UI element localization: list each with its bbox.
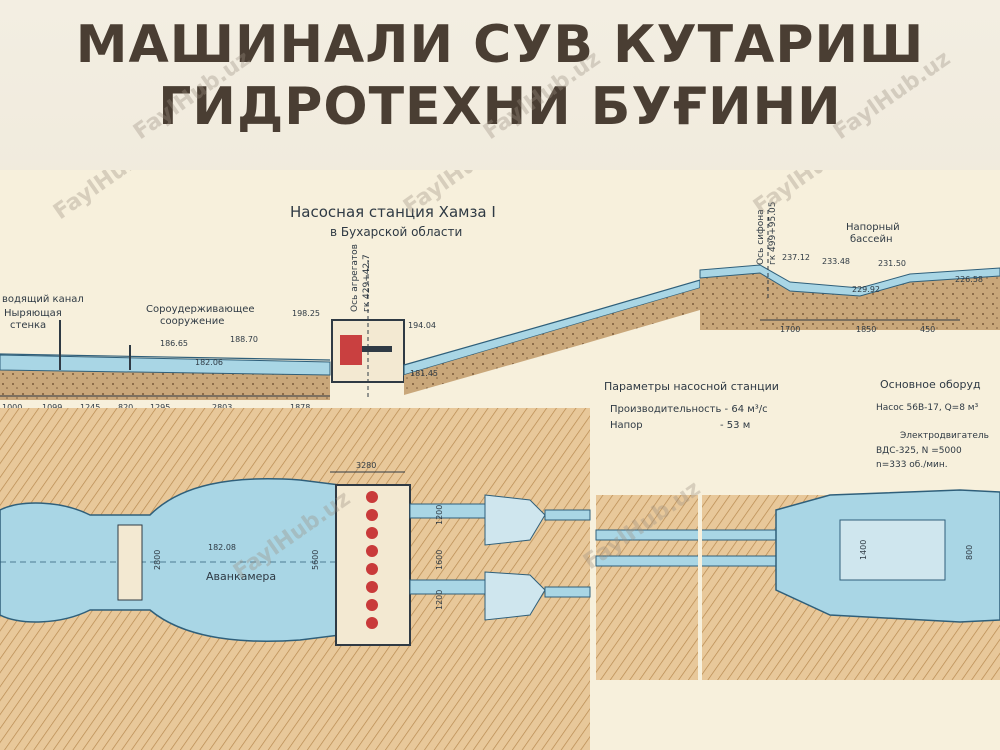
- siphon-pipe-2: [595, 555, 777, 567]
- watermark: FaylHub.uz: [749, 170, 875, 220]
- pump-circle: [366, 617, 378, 629]
- forebay-channel: [0, 478, 341, 642]
- elevation-label: 229.92: [852, 285, 880, 294]
- label-unit-axis-1: Ось агрегатов: [350, 244, 360, 312]
- pressure-pipeline: [403, 279, 701, 376]
- params-head-label: Напор: [610, 420, 643, 431]
- pump-shaft: [362, 346, 392, 352]
- plan-dim-label: 1600: [435, 550, 444, 570]
- slide-title: МАШИНАЛИ СУВ КУТАРИШ ГИДРОТЕХНИ БУҒИНИ: [0, 14, 1000, 138]
- pump-circle: [366, 599, 378, 611]
- equipment-motor-1: ВДС-325, N =5000: [876, 446, 962, 456]
- plan-dim-label: 2800: [153, 550, 162, 570]
- elevation-label: 181.45: [410, 369, 438, 378]
- drawing-svg: Насосная станция Хамза I в Бухарской обл…: [0, 121, 1000, 750]
- equipment-pump: Насос 56В-17, Q=8 м³: [876, 403, 979, 413]
- pressure-pool-basin: [839, 519, 946, 581]
- watermark: FaylHub.uz: [49, 170, 175, 225]
- station-title: Насосная станция Хамза I: [290, 203, 496, 221]
- distance-label: 820: [118, 403, 133, 412]
- station-subtitle: в Бухарской области: [330, 225, 462, 239]
- pipeline-ground: [404, 288, 700, 395]
- elevation-label: 188.70: [230, 335, 258, 344]
- elevation-label: 233.48: [822, 257, 850, 266]
- distance-label: 450: [920, 325, 935, 334]
- params-capacity: Производительность - 64 м³/с: [610, 404, 768, 415]
- pump-circle: [366, 581, 378, 593]
- pump-unit: [340, 335, 362, 365]
- distance-label: 1000: [2, 403, 22, 412]
- pump-circle: [366, 491, 378, 503]
- pressure-pool-water: [699, 264, 1000, 297]
- distance-label: 1700: [780, 325, 800, 334]
- pipe-2: [409, 579, 486, 595]
- plan-dim-label: 5600: [311, 550, 320, 570]
- label-pressure-pool-1: Напорный: [846, 222, 900, 233]
- label-unit-axis-2: гк 429+42.7: [362, 254, 372, 312]
- trash-rack: [117, 524, 143, 601]
- pipe-4: [544, 586, 591, 598]
- pump-units: [366, 491, 378, 629]
- label-siphon-axis-1: Ось сифона: [756, 209, 766, 265]
- equipment-motor-title: Электродвигатель: [900, 431, 989, 441]
- elevation-label: 182.06: [195, 358, 223, 367]
- plan-dim-label: 3280: [356, 461, 376, 470]
- plan-view: [0, 408, 591, 750]
- elevation-label: 226.58: [955, 275, 983, 284]
- elevation-label: 231.50: [878, 259, 906, 268]
- distance-label: 1850: [856, 325, 876, 334]
- label-diving-wall-2: стенка: [10, 320, 46, 331]
- pump-circle: [366, 527, 378, 539]
- title-line-2: ГИДРОТЕХНИ БУҒИНИ: [158, 77, 842, 137]
- pipe-1: [409, 503, 486, 519]
- pump-circle: [366, 509, 378, 521]
- canal-water: [0, 354, 331, 376]
- distance-label: 1295: [150, 403, 170, 412]
- distance-label: 1878: [290, 403, 310, 412]
- label-forebay: Аванкамера: [206, 570, 276, 583]
- distance-label: 2803: [212, 403, 232, 412]
- label-regulator-2: сооружение: [160, 316, 224, 327]
- elevation-label: 186.65: [160, 339, 188, 348]
- plan-dim-label: 800: [965, 545, 974, 560]
- siphon-top-margin: [596, 455, 1000, 495]
- siphon-plan: [595, 455, 1000, 680]
- label-regulator-1: Сороудерживающее: [146, 304, 255, 315]
- label-siphon-axis-2: гк 499+95.05: [768, 201, 778, 265]
- elevation-label: 237.12: [782, 253, 810, 262]
- distance-label: 1245: [80, 403, 100, 412]
- elevation-label: 198.25: [292, 309, 320, 318]
- params-head-value: - 53 м: [720, 420, 750, 431]
- canal-top-line: [0, 353, 331, 361]
- pump-circle: [366, 545, 378, 557]
- label-inlet-canal: водящий канал: [2, 294, 84, 305]
- plan-elevation: 182.08: [208, 543, 236, 552]
- equipment-motor-2: n=333 об./мин.: [876, 460, 948, 470]
- title-line-1: МАШИНАЛИ СУВ КУТАРИШ: [75, 15, 925, 75]
- equipment-title: Основное оборуд: [880, 378, 981, 391]
- engineering-drawing: Насосная станция Хамза I в Бухарской обл…: [0, 121, 1000, 750]
- pipe-3: [544, 509, 591, 521]
- profile-section: [0, 210, 1000, 400]
- plan-dim-label: 1200: [435, 505, 444, 525]
- label-diving-wall-1: Ныряющая: [4, 308, 62, 319]
- manifold-1: [484, 494, 546, 546]
- plan-dim-label: 1400: [859, 540, 868, 560]
- pump-circle: [366, 563, 378, 575]
- ground-right: [700, 270, 1000, 330]
- distance-label: 1099: [42, 403, 62, 412]
- elevation-label: 194.04: [408, 321, 436, 330]
- params-title: Параметры насосной станции: [604, 380, 779, 393]
- manifold-2: [484, 571, 546, 621]
- plan-dim-label: 1200: [435, 590, 444, 610]
- label-pressure-pool-2: бассейн: [850, 234, 892, 245]
